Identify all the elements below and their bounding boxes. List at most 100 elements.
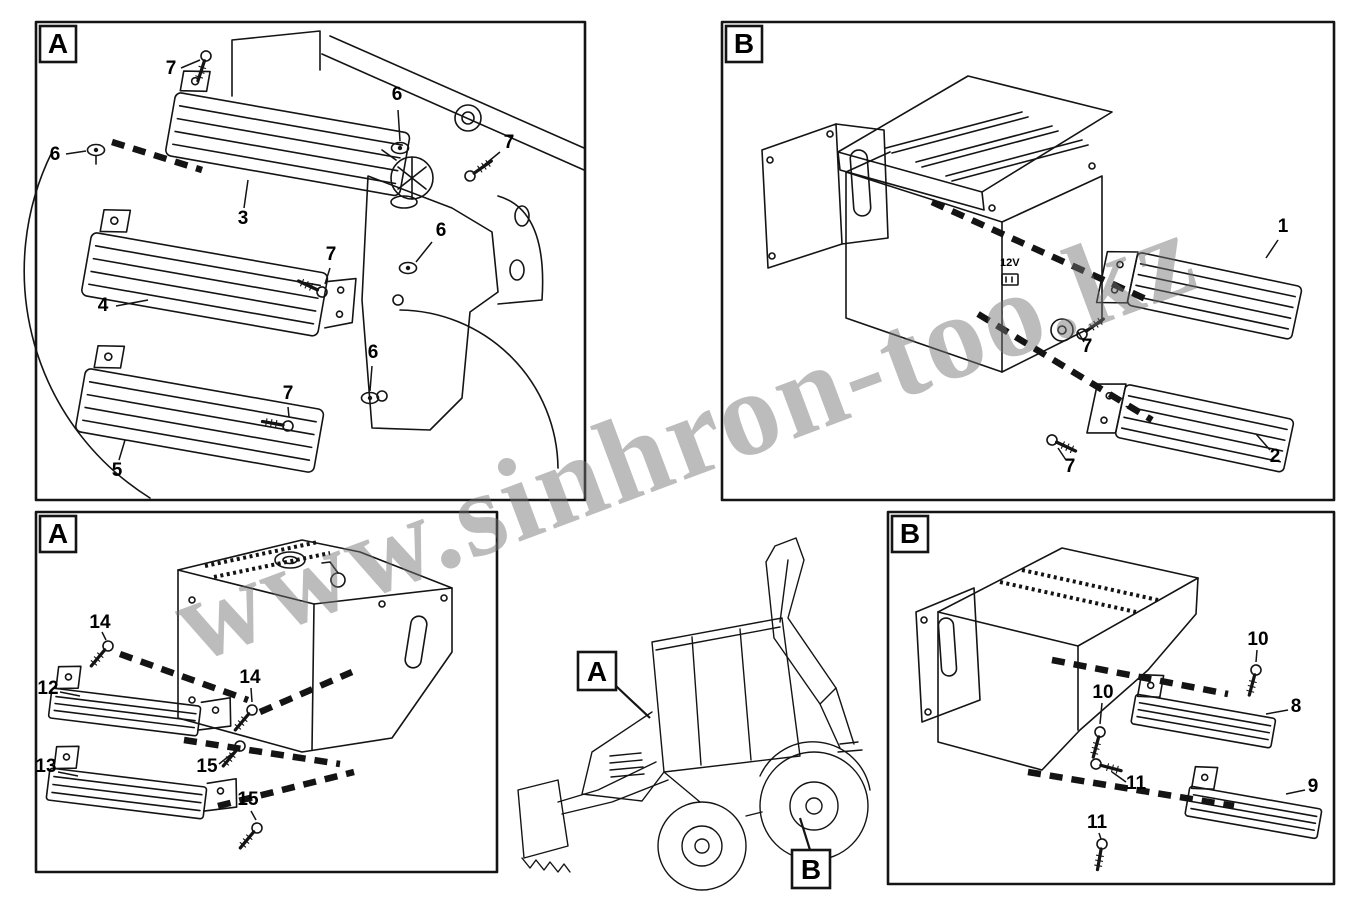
callout-part-11: 11 xyxy=(1126,773,1147,794)
callout-part-11: 11 xyxy=(1087,812,1108,833)
step-4-drawing xyxy=(81,208,357,337)
front-wheel xyxy=(657,801,747,891)
bolt-icon xyxy=(85,637,117,671)
panel-label: B xyxy=(734,28,754,59)
loader-arm xyxy=(557,761,669,815)
callout-part-7: 7 xyxy=(283,383,294,404)
callout-part-7: 7 xyxy=(1065,456,1076,477)
hood xyxy=(581,711,665,802)
step-1-drawing xyxy=(1095,250,1303,340)
callout-part-9: 9 xyxy=(1308,776,1319,797)
callout-part-12: 12 xyxy=(37,678,58,699)
bolt-icon xyxy=(234,819,266,853)
callout-part-7: 7 xyxy=(1082,336,1093,357)
step-8-drawing xyxy=(1130,673,1277,749)
panel-border xyxy=(886,510,1336,886)
callout-part-7: 7 xyxy=(166,58,177,79)
callout-part-6: 6 xyxy=(50,144,61,165)
cab xyxy=(651,617,801,773)
callout-part-14: 14 xyxy=(89,612,111,633)
step-13-drawing xyxy=(45,745,238,820)
panel-border xyxy=(720,20,1336,502)
bolt-icon xyxy=(1242,662,1264,699)
panel-border xyxy=(34,510,499,874)
callout-part-6: 6 xyxy=(436,220,447,241)
leader-lines xyxy=(65,59,501,461)
panel-top-left: A xyxy=(23,20,587,502)
callout-part-13: 13 xyxy=(35,756,56,777)
bolt-icon xyxy=(1088,756,1125,778)
panel-label: A xyxy=(48,28,68,59)
leader-lines xyxy=(1057,239,1279,461)
label-a-leader xyxy=(615,685,651,719)
washer-icon xyxy=(398,261,418,275)
callout-part-6: 6 xyxy=(392,84,403,105)
panel-label-box xyxy=(38,24,78,64)
callout-part-15: 15 xyxy=(196,756,218,777)
assembly-dashed-line xyxy=(111,138,203,174)
leader-lines xyxy=(1098,649,1306,840)
machine-frame-drawing xyxy=(23,30,585,499)
panel-bottom-left: A xyxy=(34,510,499,874)
washer-icon xyxy=(86,143,106,157)
callout-part-7: 7 xyxy=(326,244,337,265)
grille xyxy=(609,752,645,778)
panel-label: B xyxy=(900,518,920,549)
location-label-box-b xyxy=(790,848,832,890)
bolt-icon xyxy=(229,701,261,735)
location-label-b: B xyxy=(801,854,821,885)
location-label-box-a xyxy=(576,650,618,692)
callout-part-7: 7 xyxy=(504,132,515,153)
spacer-hole xyxy=(1057,325,1067,335)
vehicle-drawing: A B xyxy=(517,537,871,891)
callout-part-10: 10 xyxy=(1247,629,1268,650)
assembly-dashed-line xyxy=(1027,768,1235,810)
step-12-drawing xyxy=(47,665,232,737)
panel-label-box xyxy=(724,24,764,64)
callout-part-10: 10 xyxy=(1092,682,1113,703)
horn-drawing xyxy=(381,149,434,209)
callout-part-14: 14 xyxy=(239,667,261,688)
panel-border xyxy=(34,20,587,502)
fuel-tank-drawing xyxy=(177,539,453,753)
step-2-drawing xyxy=(1086,383,1295,473)
rear-wheel xyxy=(759,751,869,861)
callout-part-4: 4 xyxy=(98,295,109,316)
loader-bucket xyxy=(517,779,569,859)
bolt-icon xyxy=(217,737,249,771)
panel-top-right: B 12V xyxy=(720,20,1336,502)
label-b-leader xyxy=(798,817,812,851)
callout-part-2: 2 xyxy=(1270,446,1281,467)
bolt-icon xyxy=(1090,836,1110,873)
rear-fender xyxy=(759,741,871,791)
callout-part-6: 6 xyxy=(368,342,379,363)
assembly-dashed-line xyxy=(118,650,250,704)
step-5-drawing xyxy=(75,344,325,473)
panel-label-box xyxy=(38,514,78,554)
panel-label-box xyxy=(890,514,930,554)
bracket-plate-drawing xyxy=(761,123,889,269)
battery-12v-marking: 12V xyxy=(1000,257,1020,269)
bolt-icon xyxy=(1086,724,1108,761)
panel-bottom-right: B 10 10 8 11 xyxy=(886,510,1336,886)
callout-part-15: 15 xyxy=(237,789,259,810)
fender-drawing xyxy=(915,547,1199,771)
stabilizer xyxy=(819,687,863,753)
assembly-dashed-line xyxy=(183,736,341,768)
backhoe-boom xyxy=(765,537,837,705)
callout-part-8: 8 xyxy=(1291,696,1302,717)
assembly-dashed-line xyxy=(217,768,355,810)
assembly-dashed-line xyxy=(930,199,1150,303)
leader-lines xyxy=(57,631,257,821)
assembly-dashed-line xyxy=(258,669,354,715)
assembly-dashed-line xyxy=(976,311,1154,423)
step-3-drawing xyxy=(165,70,411,197)
callout-part-5: 5 xyxy=(112,460,123,481)
assembly-dashed-line xyxy=(1051,656,1229,698)
callout-part-1: 1 xyxy=(1278,216,1289,237)
spacer-icon xyxy=(1050,318,1074,342)
panel-label: A xyxy=(48,518,68,549)
callout-part-3: 3 xyxy=(238,208,249,229)
